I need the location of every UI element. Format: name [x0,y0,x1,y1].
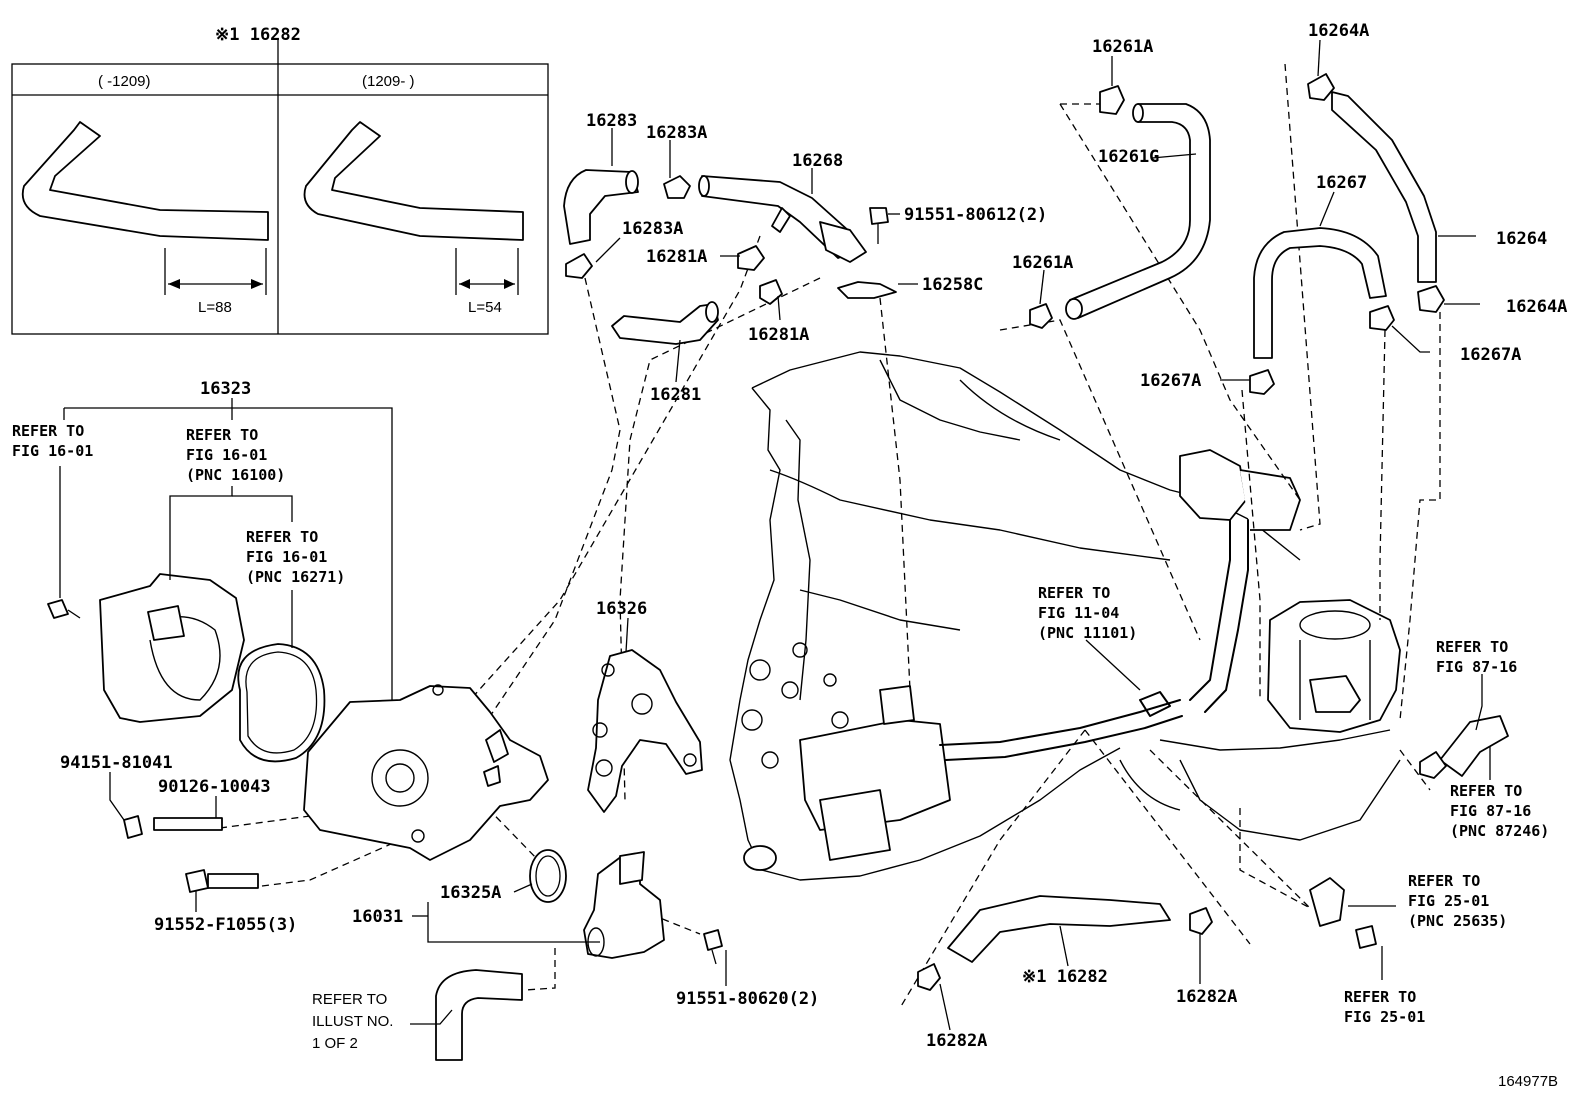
hose-16281 [611,303,719,345]
label-16323: 16323 [200,379,251,399]
label-16282A-left: 16282A [926,1031,987,1051]
hose-16261G [1069,103,1211,319]
label-94151-81041: 94151-81041 [60,753,173,773]
hose-variant-right [303,121,524,241]
label-91551-80620: 91551-80620(2) [676,989,819,1009]
label-16326: 16326 [596,599,647,619]
label-16283A-top: 16283A [646,123,707,143]
inset-right-range: (1209- ) [362,73,415,90]
inset-variants: ※1 16282 ( -1209) (1209- ) L=88 L=54 [11,25,549,335]
label-16258C: 16258C [922,275,983,295]
label-16267A-right: 16267A [1460,345,1521,365]
label-16267: 16267 [1316,173,1367,193]
label-16268: 16268 [792,151,843,171]
label-16031: 16031 [352,907,403,927]
ref-fig8716-pnc: REFER TO FIG 87-16 (PNC 87246) [1450,782,1549,840]
part-labels: 16283 16283A 16268 91551-80612(2) 16283A… [60,21,1567,1051]
label-91551-80612: 91551-80612(2) [904,205,1047,225]
leader-lines [59,39,1491,1031]
inset-right-length: L=54 [468,299,502,316]
hose-16283 [563,169,639,245]
reference-notes: REFER TO FIG 16-01 REFER TO FIG 16-01 (P… [12,422,1549,1052]
gasket-16326 [587,649,703,813]
label-16281A-b: 16281A [748,325,809,345]
label-16264A-top: 16264A [1308,21,1369,41]
label-16283: 16283 [586,111,637,131]
hose-16282 [947,895,1171,963]
hose-16267 [1253,227,1387,359]
label-16264A-mid: 16264A [1506,297,1567,317]
label-90126-10043: 90126-10043 [158,777,271,797]
ref-fig1104: REFER TO FIG 11-04 (PNC 11101) [1038,584,1137,642]
label-16267A-left: 16267A [1140,371,1201,391]
hose-16264 [1331,91,1437,283]
ref-fig1601-pnc16100: REFER TO FIG 16-01 (PNC 16100) [186,426,285,484]
parts [47,73,1509,1061]
pump-cover [99,573,245,723]
label-91552-F1055: 91552-F1055(3) [154,915,297,935]
inset-left-range: ( -1209) [98,73,151,90]
label-16261A-top: 16261A [1092,37,1153,57]
water-pump [303,685,549,861]
ref-fig2501-pnc: REFER TO FIG 25-01 (PNC 25635) [1408,872,1507,930]
label-16325A: 16325A [440,883,501,903]
ref-fig8716-top: REFER TO FIG 87-16 [1436,638,1517,676]
hose-variant-left [21,121,269,241]
ref-illust: REFER TO ILLUST NO. 1 OF 2 [312,991,398,1052]
label-16281: 16281 [650,385,701,405]
engine-block [729,351,1401,881]
label-16261A-mid: 16261A [1012,253,1073,273]
label-16282A-right: 16282A [1176,987,1237,1007]
diagram-id: 164977B [1498,1073,1558,1090]
label-16264: 16264 [1496,229,1547,249]
inset-title: ※1 16282 [215,25,301,45]
label-16281A-a: 16281A [646,247,707,267]
ref-fig1601-left: REFER TO FIG 16-01 [12,422,93,460]
ref-fig1601-pnc16271: REFER TO FIG 16-01 (PNC 16271) [246,528,345,586]
label-16261G: 16261G [1098,147,1159,167]
ref-fig2501: REFER TO FIG 25-01 [1344,988,1425,1026]
label-16283A-mid: 16283A [622,219,683,239]
label-16282-bottom: ※1 16282 [1022,967,1108,987]
inset-left-length: L=88 [198,299,232,316]
